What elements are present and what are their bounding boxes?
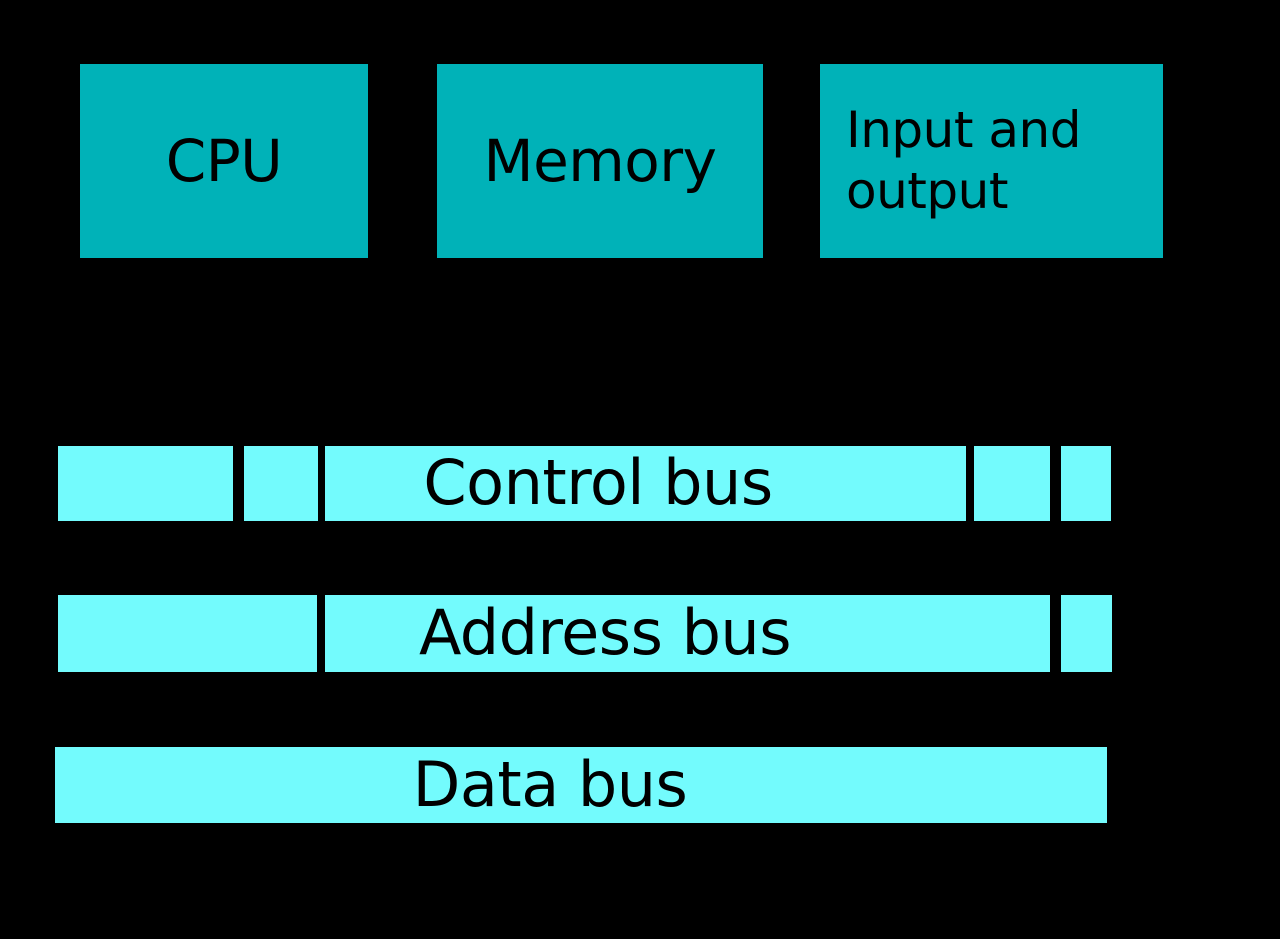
address-bus-segment[interactable] bbox=[325, 595, 1050, 672]
control-bus-segment[interactable] bbox=[58, 446, 233, 521]
data-bus-segment[interactable] bbox=[55, 747, 1107, 823]
component-label-cpu: CPU bbox=[165, 126, 283, 195]
component-label-input-output: Input and output bbox=[846, 101, 1081, 220]
component-box-memory[interactable]: Memory bbox=[437, 64, 763, 258]
control-bus-segment[interactable] bbox=[1061, 446, 1111, 521]
component-box-input-output[interactable]: Input and output bbox=[820, 64, 1163, 258]
component-box-cpu[interactable]: CPU bbox=[80, 64, 368, 258]
address-bus-segment[interactable] bbox=[58, 595, 317, 672]
control-bus-segment[interactable] bbox=[974, 446, 1050, 521]
address-bus-segment[interactable] bbox=[1061, 595, 1112, 672]
control-bus-segment[interactable] bbox=[325, 446, 966, 521]
control-bus-segment[interactable] bbox=[244, 446, 318, 521]
component-label-memory: Memory bbox=[483, 126, 717, 195]
